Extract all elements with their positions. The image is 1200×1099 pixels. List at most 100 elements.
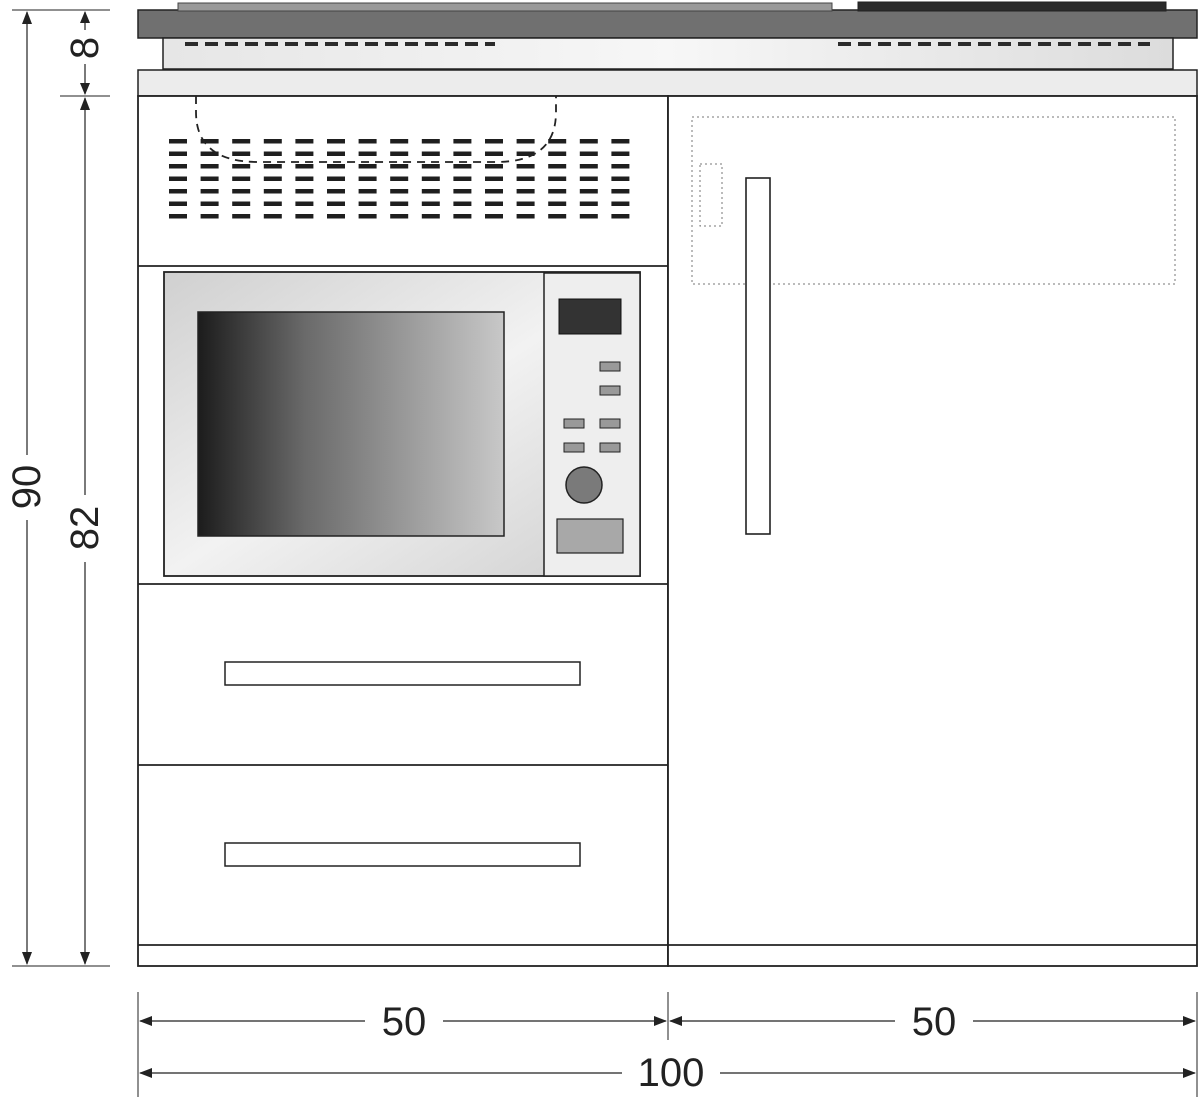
vent-slot — [579, 214, 598, 219]
vent-slot — [485, 164, 503, 169]
vent-slot — [516, 176, 535, 181]
arrow-cooktop-height-top — [80, 11, 90, 23]
fridge-door — [691, 116, 1176, 535]
cooktop-top-plate — [137, 9, 1198, 39]
fridge-control-outline — [699, 163, 723, 227]
vent-slot — [548, 214, 567, 219]
vent-slot — [548, 176, 567, 181]
microwave-button-3 — [563, 418, 585, 429]
vent-slot — [295, 214, 314, 219]
total-width-label: 100 — [638, 1051, 705, 1095]
vent-slot — [611, 189, 630, 194]
arrow-cooktop-height-bottom — [80, 83, 90, 95]
vent-slot — [232, 176, 251, 181]
vent-slot — [390, 214, 409, 219]
microwave-button-2 — [599, 385, 621, 396]
vent-slot — [169, 201, 187, 206]
vent-slot — [169, 164, 187, 169]
vent-slot — [611, 214, 630, 219]
vent-slot — [516, 164, 535, 169]
vent-slot — [327, 176, 345, 181]
vent-slot — [263, 189, 282, 194]
left-width-label: 50 — [382, 1000, 427, 1044]
vent-slot — [263, 139, 282, 144]
vent-slot — [611, 151, 630, 156]
microwave — [138, 271, 668, 585]
vent-slot — [579, 189, 598, 194]
vent-slot — [485, 189, 503, 194]
arrow-left-width-end — [654, 1016, 667, 1026]
vent-slot — [263, 151, 282, 156]
fridge-handle — [745, 177, 771, 535]
vent-slot — [327, 139, 345, 144]
vent-slot — [579, 151, 598, 156]
vent-slot — [295, 201, 314, 206]
vent-slot — [263, 201, 282, 206]
vent-slot — [200, 201, 219, 206]
arrow-total-width-start — [139, 1068, 152, 1078]
vent-slot — [453, 214, 472, 219]
vent-slot — [295, 176, 314, 181]
vent-slot — [453, 189, 472, 194]
vent-slot — [232, 214, 251, 219]
vent-slot — [263, 176, 282, 181]
vent-slot — [358, 151, 377, 156]
vent-slot — [485, 139, 503, 144]
vent-slot — [516, 201, 535, 206]
vent-slot — [421, 176, 440, 181]
upper-drawer-handle — [224, 661, 581, 686]
vent-slot — [295, 189, 314, 194]
vent-slot — [579, 176, 598, 181]
vent-slot — [263, 214, 282, 219]
vent-slot — [169, 189, 187, 194]
vent-slot — [516, 189, 535, 194]
vent-slot — [453, 176, 472, 181]
microwave-window — [197, 311, 505, 537]
arrow-right-width-start — [669, 1016, 682, 1026]
vent-slot — [611, 164, 630, 169]
freezer-compartment-outline — [691, 116, 1176, 285]
vent-slot — [327, 214, 345, 219]
vent-slot — [516, 151, 535, 156]
vent-slot — [327, 201, 345, 206]
vent-slot — [232, 164, 251, 169]
vent-slot — [295, 139, 314, 144]
vertical-dimensions: 90 82 8 — [5, 9, 110, 967]
vent-slot — [579, 164, 598, 169]
vent-slot — [232, 151, 251, 156]
arrow-right-width-end — [1183, 1016, 1196, 1026]
vent-slot — [200, 139, 219, 144]
vent-slot — [200, 164, 219, 169]
vent-slot — [200, 214, 219, 219]
vent-panel — [138, 96, 668, 267]
vent-slot — [358, 164, 377, 169]
cooktop-height-label: 8 — [63, 37, 107, 59]
vent-slot — [232, 189, 251, 194]
vent-slot — [295, 151, 314, 156]
vent-slot — [358, 176, 377, 181]
vent-slot — [200, 151, 219, 156]
vent-slot — [453, 164, 472, 169]
vent-slot — [579, 139, 598, 144]
arrow-total-height-bottom — [22, 952, 32, 965]
vent-slot — [295, 164, 314, 169]
vent-slot — [421, 164, 440, 169]
vent-slot — [390, 139, 409, 144]
vent-slot — [611, 201, 630, 206]
vent-slot — [169, 176, 187, 181]
vent-slot — [169, 151, 187, 156]
vent-slot — [421, 214, 440, 219]
cooktop-glass-zone-left — [177, 2, 833, 12]
vent-slot — [611, 176, 630, 181]
arrow-cabinet-height-top — [80, 97, 90, 110]
arrow-left-width-start — [139, 1016, 152, 1026]
vent-slot — [516, 214, 535, 219]
vent-slot — [421, 151, 440, 156]
vent-slot — [485, 151, 503, 156]
vent-slot — [548, 164, 567, 169]
vent-slot — [390, 189, 409, 194]
microwave-knob — [565, 466, 603, 504]
vent-slot — [548, 189, 567, 194]
vent-slot — [548, 139, 567, 144]
